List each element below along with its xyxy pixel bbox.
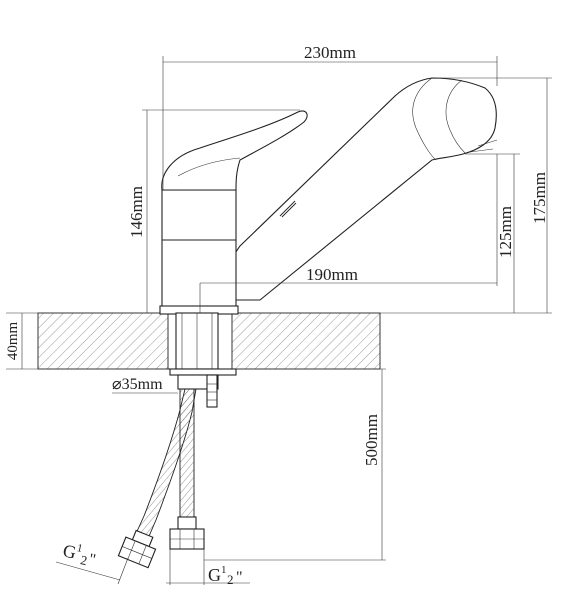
countertop-right-hatch <box>231 312 381 370</box>
svg-text:G: G <box>208 565 221 585</box>
dim-height-total: 175mm <box>530 172 549 224</box>
dimension-labels: 230mm 146mm 175mm 125mm 190mm 40mm ⌀35mm… <box>5 43 549 587</box>
mounting-washer <box>169 368 237 376</box>
spray-head-detail-2 <box>445 79 466 154</box>
threaded-rod <box>206 374 218 408</box>
hose-connector-right <box>169 516 205 550</box>
countertop <box>37 312 381 370</box>
thread-label-right: G 1 2 " <box>208 564 243 587</box>
spout-joint <box>279 200 296 217</box>
faucet-body <box>161 189 237 309</box>
svg-text:1: 1 <box>221 564 227 576</box>
hose-connector-left <box>117 529 157 569</box>
dim-spout-height: 125mm <box>496 206 515 258</box>
spout <box>222 77 497 301</box>
countertop-left-hatch <box>37 312 169 370</box>
supply-hoses <box>117 388 205 569</box>
thread-label-left: G 1 2 " <box>61 540 97 569</box>
faucet <box>159 77 498 315</box>
dim-spout-reach: 190mm <box>306 265 358 284</box>
spray-head-detail <box>412 77 437 161</box>
svg-text:": " <box>236 569 243 586</box>
dim-width-total: 230mm <box>304 43 356 62</box>
hose-right <box>179 388 195 518</box>
dimension-lines <box>6 56 552 585</box>
dim-hose-length: 500mm <box>362 414 381 466</box>
svg-text:1: 1 <box>76 542 84 555</box>
dim-height-body: 146mm <box>127 186 146 238</box>
spray-face <box>469 139 498 153</box>
dim-counter-thickness: 40mm <box>5 322 21 361</box>
svg-text:2: 2 <box>227 572 234 587</box>
svg-text:2: 2 <box>79 552 88 568</box>
dim-hole-diameter: ⌀35mm <box>112 376 163 393</box>
svg-text:G: G <box>61 540 78 562</box>
svg-text:": " <box>87 551 97 569</box>
mounting-hardware <box>169 312 237 408</box>
lever-handle <box>161 110 308 191</box>
